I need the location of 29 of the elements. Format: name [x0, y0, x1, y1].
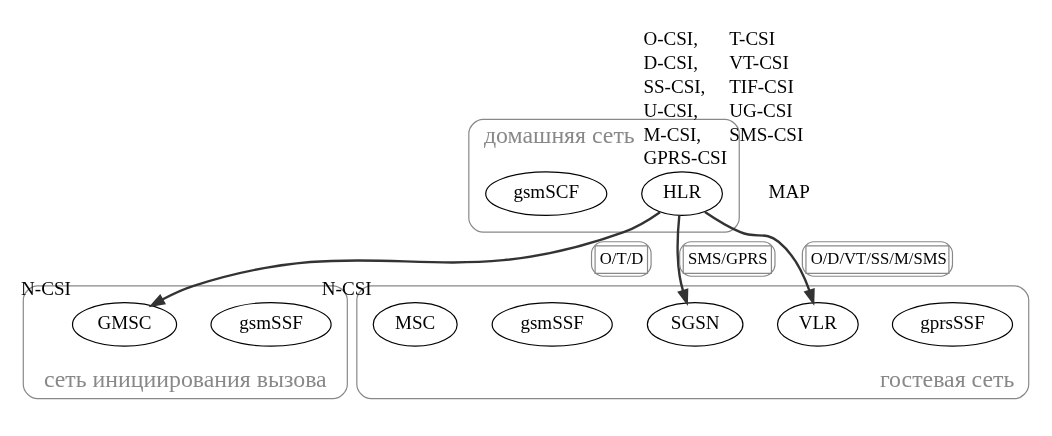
- node-ellipse: HLR: [641, 170, 723, 216]
- label: MAP: [768, 180, 810, 202]
- arrow: [704, 210, 815, 306]
- arrow: [676, 215, 689, 306]
- node-ellipse: gsmSCF: [485, 170, 608, 216]
- node-label: SMS-CSI: [729, 123, 804, 145]
- node-label: N-CSI: [21, 277, 71, 299]
- edge-label: O/T/D: [599, 248, 644, 268]
- node-label: UG-CSI: [729, 99, 793, 121]
- node-label: SS-CSI,: [643, 75, 706, 97]
- node-ellipse: gsmSSF: [491, 301, 613, 347]
- node-label: GPRS-CSI: [643, 146, 728, 168]
- node-label: T-CSI: [729, 27, 776, 49]
- node-label: N-CSI: [321, 277, 372, 299]
- edge-label: O/D/VT/SS/M/SMS: [810, 248, 947, 268]
- edge-label: SMS/GPRS: [688, 248, 768, 268]
- node-ellipse: GMSC: [71, 301, 178, 347]
- node-ellipse: gprsSSF: [891, 301, 1014, 347]
- arrow: [148, 210, 661, 307]
- node-label: O-CSI,: [643, 27, 698, 49]
- node-ellipse: SGSN: [646, 301, 744, 347]
- node-ellipse: VLR: [776, 301, 859, 347]
- node-label: U-CSI,: [643, 99, 698, 121]
- node-label: D-CSI,: [643, 51, 698, 73]
- node-label: TIF-CSI: [729, 75, 794, 97]
- node-ellipse: MSC: [372, 301, 458, 347]
- node-label: M-CSI,: [643, 123, 702, 145]
- node-ellipse: gsmSSF: [210, 301, 332, 347]
- node-label: VT-CSI: [729, 51, 789, 73]
